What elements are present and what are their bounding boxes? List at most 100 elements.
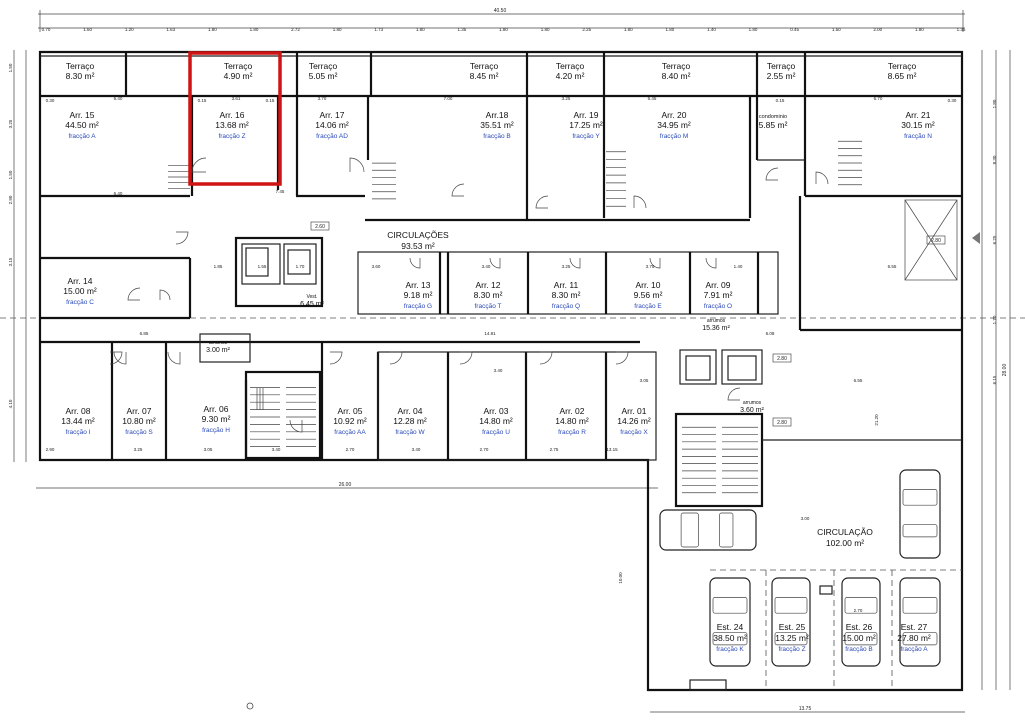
unit-area: 5.85 m²	[759, 120, 788, 130]
unit-fraction: fracção G	[404, 303, 432, 310]
circulation-label: CIRCULAÇÕES	[387, 230, 449, 240]
unit-fraction: fracção M	[660, 133, 689, 140]
terrace-label: Terraço	[888, 61, 917, 71]
dim-inner: 3.25	[562, 264, 571, 269]
unit-fraction: fracção AA	[334, 429, 366, 436]
tag-text: 2.80	[777, 420, 787, 426]
unit-area: 13.68 m²	[215, 120, 249, 130]
room-label: Vest.	[306, 294, 317, 300]
dim-inner: 6.70	[874, 96, 883, 101]
dim-top: 1.80	[915, 27, 924, 32]
room-label: arrumos	[707, 318, 726, 324]
dim-inner: 3.25	[134, 447, 143, 452]
unit-area: 9.30 m²	[202, 414, 231, 424]
unit-fraction: fracção S	[125, 429, 153, 436]
unit-name: Arr. 08	[65, 406, 90, 416]
tag-text: 2.80	[777, 356, 787, 362]
parking-area: 38.50 m²	[713, 633, 747, 643]
dim-inner: 2.70	[854, 608, 863, 613]
dim-inner: 3.05	[640, 378, 649, 383]
unit-fraction: condominio	[759, 114, 787, 120]
dim-vertical: 8.30	[992, 155, 997, 164]
car-icon	[709, 577, 751, 667]
dim-vertical: 2.90	[8, 195, 13, 204]
unit-fraction: fracção X	[620, 429, 648, 436]
dim-inner: 2.90	[46, 447, 55, 452]
dim-vertical: 1.50	[8, 170, 13, 179]
parking-area: 27.80 m²	[897, 633, 931, 643]
unit-name: Arr. 05	[337, 406, 362, 416]
parking-name: Est. 24	[717, 622, 744, 632]
terrace-label: Terraço	[556, 61, 585, 71]
dim-vertical: 1.70	[992, 315, 997, 324]
dim-inner: 6.40	[114, 191, 123, 196]
unit-area: 14.06 m²	[315, 120, 349, 130]
dim-inner: 14.81	[484, 331, 496, 336]
room-area: 3.60 m²	[740, 407, 764, 414]
unit-area: 17.25 m²	[569, 120, 603, 130]
unit-fraction: fracção R	[558, 429, 586, 436]
tag: 2.80	[926, 235, 946, 245]
terrace-label: Terraço	[224, 61, 253, 71]
terrace-area: 8.30 m²	[66, 71, 95, 81]
dim-inner: 3.25	[562, 96, 571, 101]
unit-fraction: fracção I	[66, 429, 91, 436]
unit-fraction: fracção O	[704, 303, 732, 310]
dim-top: 0.45	[790, 27, 799, 32]
room-area: 3.00 m²	[206, 347, 230, 354]
dim-top: 2.00	[873, 27, 882, 32]
terrace-area: 8.65 m²	[888, 71, 917, 81]
dim-mid-total: 26.00	[339, 482, 352, 488]
unit-area: 13.44 m²	[61, 416, 95, 426]
dim-vertical: 6.25	[992, 235, 997, 244]
dim-top: 1.60	[83, 27, 92, 32]
car-icon	[899, 469, 941, 559]
unit-name: Arr. 03	[483, 406, 508, 416]
dim-top: 1.40	[707, 27, 716, 32]
dim-top: 1.35	[957, 27, 966, 32]
dim-vertical: 6.15	[992, 375, 997, 384]
unit-fraction: fracção Q	[552, 303, 580, 310]
tag-text: 2.60	[315, 224, 325, 230]
dim-inner: 0.15	[266, 98, 275, 103]
dim-top-total: 40.50	[494, 8, 507, 14]
unit-name: Arr. 06	[203, 404, 228, 414]
dim-inner: 3.61	[232, 96, 241, 101]
unit-name: Arr. 10	[635, 280, 660, 290]
dim-vertical: 3.15	[8, 257, 13, 266]
dim-vertical: 3.25	[8, 119, 13, 128]
dim-top: 2.25	[582, 27, 591, 32]
terrace-area: 5.05 m²	[309, 71, 338, 81]
dim-vertical: 1.80	[992, 99, 997, 108]
unit-area: 9.56 m²	[634, 290, 663, 300]
unit-name: Arr. 16	[219, 110, 244, 120]
unit-fraction: fracção Z	[218, 133, 245, 140]
unit-area: 14.80 m²	[479, 416, 513, 426]
unit-name: Arr. 19	[573, 110, 598, 120]
unit-name: Arr. 09	[705, 280, 730, 290]
room-area: 15.36 m²	[702, 325, 730, 332]
unit-name: Arr. 12	[475, 280, 500, 290]
terrace-label: Terraço	[66, 61, 95, 71]
dim-vertical: 1.50	[8, 63, 13, 72]
dim-inner: 2.70	[480, 447, 489, 452]
